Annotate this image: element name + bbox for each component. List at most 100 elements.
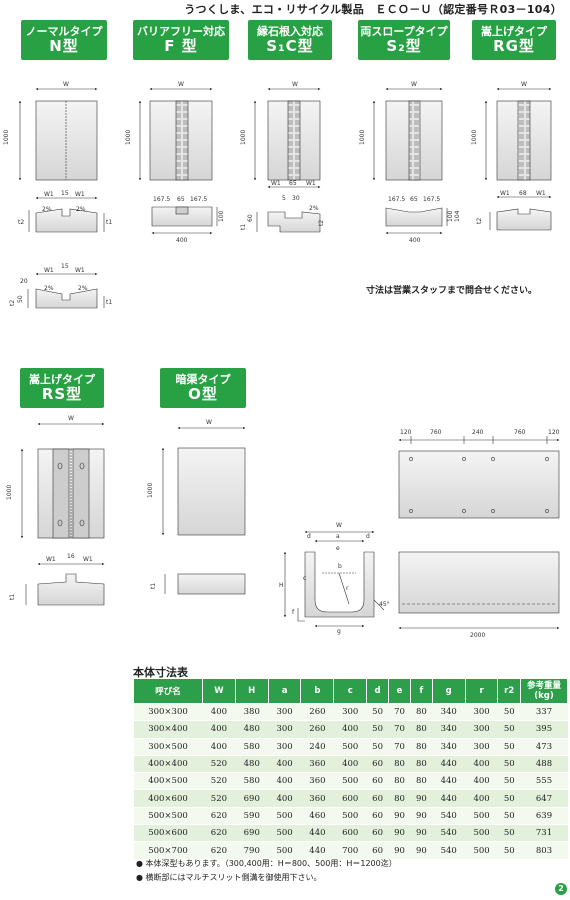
col-name: 呼び名	[133, 678, 203, 704]
table-cell: 400	[202, 703, 236, 722]
table-cell: 240	[300, 738, 334, 756]
dim-f-65: 65	[177, 196, 185, 203]
table-cell: 500	[333, 738, 367, 756]
table-cell: 400	[333, 755, 367, 774]
dim-s1c-65: 65	[289, 180, 297, 187]
table-cell: 647	[520, 789, 568, 808]
table-cell: 360	[300, 772, 334, 791]
table-cell: 400×400	[133, 755, 203, 774]
table-cell: 50	[497, 738, 521, 756]
table-cell: 260	[300, 703, 334, 722]
dim-u-c: c	[303, 575, 306, 582]
dim-u-h: H	[279, 582, 284, 589]
table-cell: 400	[268, 755, 301, 774]
table-cell: 600	[333, 789, 367, 808]
table-cell: 300	[465, 720, 498, 739]
table-cell: 50	[497, 720, 521, 739]
table-cell: 590	[235, 807, 269, 826]
table-cell: 90	[388, 841, 411, 860]
table-cell: 520	[202, 772, 236, 791]
u-channel-section	[283, 530, 385, 628]
s2-type-section	[385, 207, 448, 235]
table-cell: 700	[333, 841, 367, 860]
f-type-plan	[138, 87, 213, 181]
table-cell: 300×500	[133, 738, 203, 756]
table-cell: 260	[300, 720, 334, 739]
table-cell: 300	[268, 703, 301, 722]
dim-s1c-5: 5	[282, 195, 286, 202]
table-cell: 500×500	[133, 807, 203, 826]
table-cell: 50	[497, 703, 521, 722]
badge-rg-type-sub: 嵩上げタイプ	[481, 25, 547, 38]
table-cell: 80	[410, 720, 433, 739]
table-cell: 50	[497, 807, 521, 826]
dim-u-d-right: d	[366, 533, 370, 540]
col-f: f	[409, 678, 433, 704]
table-cell: 540	[432, 841, 466, 860]
long-view-plan	[398, 436, 560, 519]
rg-type-section	[489, 195, 552, 231]
table-cell: 690	[235, 824, 269, 843]
dim-o-t1: t1	[150, 583, 157, 589]
table-cell: 400×500	[133, 772, 203, 791]
table-cell: 80	[388, 789, 411, 808]
table-cell: 340	[432, 738, 466, 756]
table-cell: 555	[520, 772, 568, 791]
col-weight: 参考重量 (kg)	[520, 678, 568, 704]
contact-note: 寸法は営業スタッフまで問合せください。	[366, 286, 538, 296]
table-cell: 400	[465, 755, 498, 774]
table-cell: 60	[366, 841, 389, 860]
dim-s2-167-right: 167.5	[423, 196, 440, 203]
dim-rs-w1-right: W1	[83, 556, 93, 563]
dim-u-w: W	[336, 522, 342, 529]
table-cell: 440	[432, 789, 466, 808]
badge-rs-type-sub: 嵩上げタイプ	[29, 373, 95, 386]
badge-rs-type-name: RS型	[41, 385, 83, 403]
header-title: うつくしま、エコ・リサイクル製品 ＥＣＯ－Ｕ（認定番号Ｒ03－104）	[184, 3, 562, 16]
table-cell: 620	[202, 807, 236, 826]
table-cell: 440	[300, 841, 334, 860]
dim-n-slope-left: 2%	[42, 206, 52, 213]
dim-long-760-right: 760	[514, 429, 526, 436]
table-cell: 70	[388, 703, 411, 722]
dim-f-167-left: 167.5	[153, 196, 170, 203]
dim-s2-100: 100	[447, 210, 454, 222]
table-cell: 620	[202, 824, 236, 843]
table-cell: 50	[497, 824, 521, 843]
table-cell: 400	[268, 789, 301, 808]
col-d: d	[366, 678, 390, 704]
table-cell: 360	[300, 755, 334, 774]
table-cell: 520	[202, 755, 236, 774]
table-cell: 337	[520, 703, 568, 722]
table-cell: 70	[388, 738, 411, 756]
badge-s2-type-name: S₂型	[386, 37, 422, 55]
table-cell: 500	[333, 807, 367, 826]
table-cell: 50	[366, 720, 389, 739]
f-type-section	[151, 206, 218, 235]
long-view-side	[398, 551, 560, 630]
table-cell: 500	[268, 841, 301, 860]
dim-n2-20: 20	[20, 278, 28, 285]
table-cell: 500	[268, 824, 301, 843]
o-type-section	[164, 573, 246, 595]
dim-o-w: W	[206, 419, 212, 426]
table-cell: 400	[202, 720, 236, 739]
table-cell: 460	[300, 807, 334, 826]
dimension-labels: W 1000 W1 15 W1 2% 2% t2 t1 W1 15 W1 20 …	[3, 81, 560, 639]
table-cell: 300	[333, 703, 367, 722]
table-cell: 60	[366, 824, 389, 843]
dim-n2-t1: t1	[106, 299, 112, 306]
table-cell: 90	[388, 824, 411, 843]
dim-f-400: 400	[176, 237, 188, 244]
table-cell: 50	[366, 703, 389, 722]
table-cell: 300	[268, 720, 301, 739]
badge-s2-type-sub: 両スロープタイプ	[360, 25, 448, 38]
table-cell: 620	[202, 841, 236, 860]
dim-n2-w1-left: W1	[44, 267, 54, 274]
badge-f-type-sub: バリアフリー対応	[137, 25, 225, 38]
badge-rs-type: 嵩上げタイプ RS型	[20, 368, 104, 408]
